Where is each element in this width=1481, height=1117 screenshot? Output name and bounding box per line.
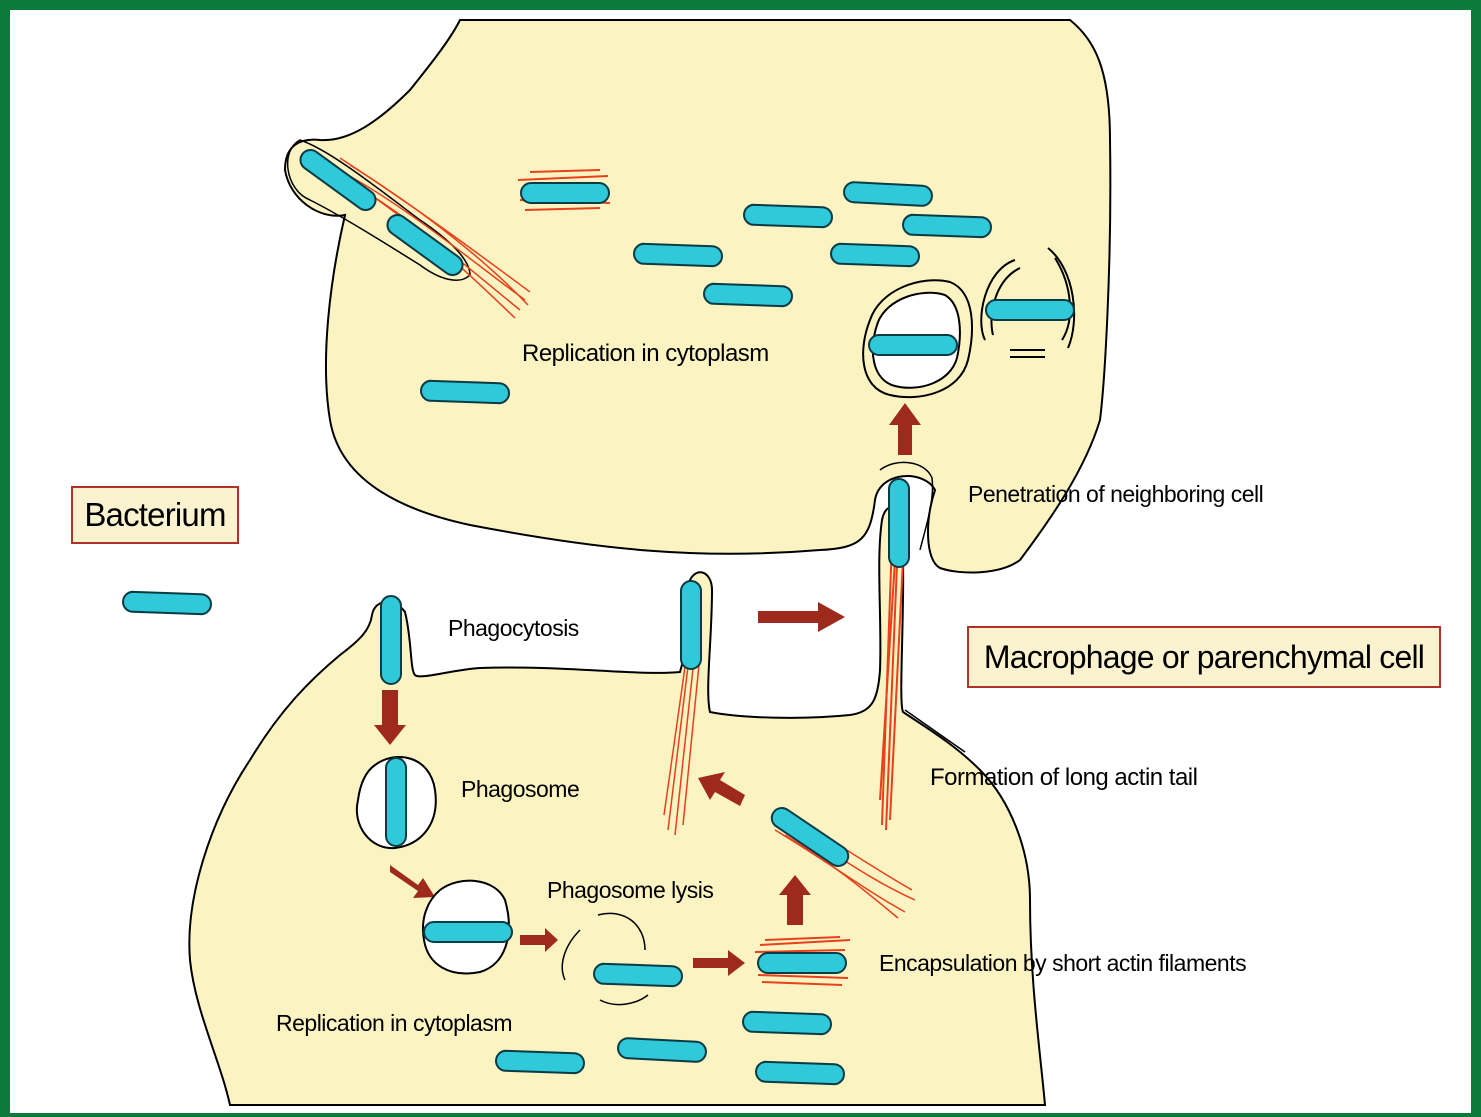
bacterium-penetrating <box>889 479 909 567</box>
bacterium-upper-9 <box>421 380 510 403</box>
bacterium-lower-2 <box>618 1038 707 1063</box>
arrow-right-between-cells <box>758 602 845 632</box>
cell-legend-label: Macrophage or parenchymal cell <box>984 639 1424 676</box>
actin-tail-label: Formation of long actin tail <box>930 764 1197 792</box>
bacterium-lower-3 <box>496 1050 585 1073</box>
bacterium-upper-7 <box>831 243 920 266</box>
bacterium-legend-label: Bacterium <box>84 496 225 534</box>
phagocytosis-label: Phagocytosis <box>448 615 579 642</box>
phagosome-label: Phagosome <box>461 776 579 803</box>
bacterium-phagosome <box>386 758 406 846</box>
bacterium-upper-encapsulated <box>521 183 609 203</box>
bacterium-legend <box>123 591 212 614</box>
bacterium-lysing-phagosome <box>424 922 512 942</box>
bacterium-upper-8 <box>704 283 793 306</box>
upper-replication-label: Replication in cytoplasm <box>522 340 769 368</box>
bacterium-legend-box: Bacterium <box>71 486 239 544</box>
bacterium-middle-protrusion <box>681 581 701 669</box>
bacterium-vacuole-upper <box>869 335 957 355</box>
encapsulation-label: Encapsulation by short actin filaments <box>879 950 1246 977</box>
cell-legend-box: Macrophage or parenchymal cell <box>967 626 1441 688</box>
bacterium-lower-1 <box>743 1011 832 1034</box>
bacterium-encapsulated-lower <box>758 953 846 973</box>
bacterium-upper-5 <box>903 214 992 237</box>
bacterium-phagocytosis <box>381 596 401 684</box>
phagosome-lysis-label: Phagosome lysis <box>547 877 713 904</box>
bacterium-lower-4 <box>756 1061 845 1084</box>
bacterium-upper-4 <box>744 204 833 227</box>
bacterium-free-lower <box>594 963 683 986</box>
bacterium-upper-6 <box>634 243 723 266</box>
lower-replication-label: Replication in cytoplasm <box>276 1010 512 1037</box>
bacterium-upper-3 <box>844 182 933 207</box>
bacterium-lysing-upper-right <box>986 300 1074 320</box>
penetration-label: Penetration of neighboring cell <box>968 481 1263 508</box>
